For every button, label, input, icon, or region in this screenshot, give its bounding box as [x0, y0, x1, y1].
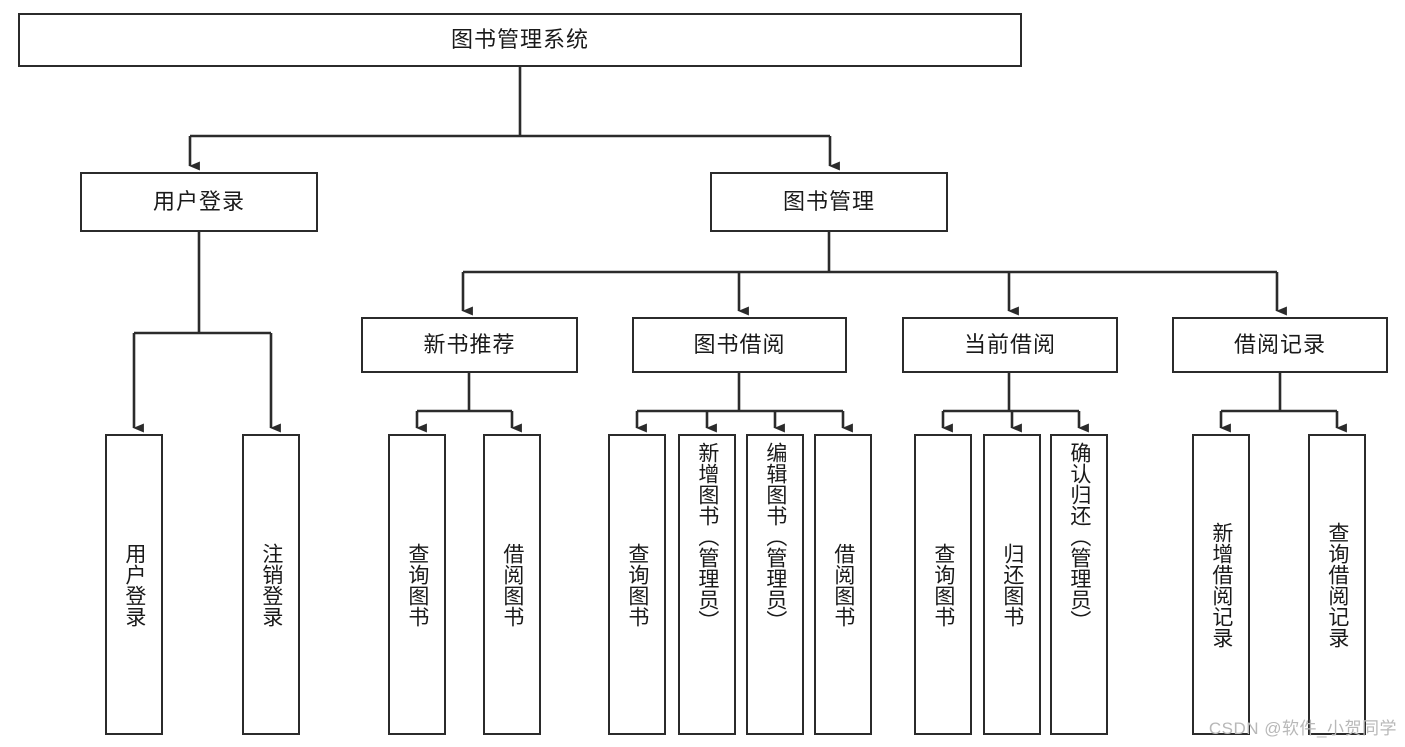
node-leaf-add-book-admin-label: 新增图书（管理员） — [695, 442, 719, 631]
node-leaf-edit-book-admin-label: 编辑图书（管理员） — [763, 442, 787, 631]
node-new-book-recommend[interactable]: 新书推荐 — [361, 317, 578, 373]
node-leaf-edit-book-admin[interactable]: 编辑图书（管理员） — [746, 434, 804, 735]
node-leaf-query-borrow-record[interactable]: 查询借阅记录 — [1308, 434, 1366, 735]
node-leaf-query-book-1[interactable]: 查询图书 — [388, 434, 446, 735]
node-leaf-confirm-return-admin-label: 确认归还（管理员） — [1067, 442, 1091, 631]
node-leaf-add-borrow-record[interactable]: 新增借阅记录 — [1192, 434, 1250, 735]
node-new-book-recommend-label: 新书推荐 — [423, 331, 516, 357]
node-leaf-return-book[interactable]: 归还图书 — [983, 434, 1041, 735]
node-book-management-label: 图书管理 — [782, 188, 875, 214]
node-leaf-user-login[interactable]: 用户登录 — [105, 434, 163, 735]
node-leaf-query-book-2-label: 查询图书 — [625, 542, 649, 627]
node-book-borrow[interactable]: 图书借阅 — [632, 317, 847, 373]
node-current-borrow[interactable]: 当前借阅 — [902, 317, 1118, 373]
node-root-label: 图书管理系统 — [450, 26, 589, 52]
csdn-watermark: CSDN @软件_小贺同学 — [1208, 719, 1397, 738]
node-leaf-user-login-label: 用户登录 — [122, 542, 146, 627]
node-borrow-record-label: 借阅记录 — [1233, 331, 1326, 357]
node-borrow-record[interactable]: 借阅记录 — [1172, 317, 1388, 373]
node-book-management[interactable]: 图书管理 — [710, 172, 948, 232]
node-current-borrow-label: 当前借阅 — [963, 331, 1056, 357]
node-leaf-query-book-1-label: 查询图书 — [405, 542, 429, 627]
node-leaf-query-book-3-label: 查询图书 — [931, 542, 955, 627]
node-leaf-borrow-book-1-label: 借阅图书 — [500, 542, 524, 627]
node-user-login-label: 用户登录 — [152, 188, 245, 214]
node-leaf-borrow-book-2-label: 借阅图书 — [831, 542, 855, 627]
node-root[interactable]: 图书管理系统 — [18, 13, 1022, 67]
node-leaf-return-book-label: 归还图书 — [1000, 542, 1024, 627]
node-leaf-add-book-admin[interactable]: 新增图书（管理员） — [678, 434, 736, 735]
node-leaf-add-borrow-record-label: 新增借阅记录 — [1209, 521, 1233, 648]
node-leaf-logout-login-label: 注销登录 — [259, 542, 283, 627]
node-leaf-logout-login[interactable]: 注销登录 — [242, 434, 300, 735]
node-leaf-query-book-2[interactable]: 查询图书 — [608, 434, 666, 735]
node-leaf-borrow-book-1[interactable]: 借阅图书 — [483, 434, 541, 735]
node-leaf-query-book-3[interactable]: 查询图书 — [914, 434, 972, 735]
node-leaf-query-borrow-record-label: 查询借阅记录 — [1325, 521, 1349, 648]
node-user-login[interactable]: 用户登录 — [80, 172, 318, 232]
node-leaf-confirm-return-admin[interactable]: 确认归还（管理员） — [1050, 434, 1108, 735]
node-leaf-borrow-book-2[interactable]: 借阅图书 — [814, 434, 872, 735]
node-book-borrow-label: 图书借阅 — [693, 331, 786, 357]
